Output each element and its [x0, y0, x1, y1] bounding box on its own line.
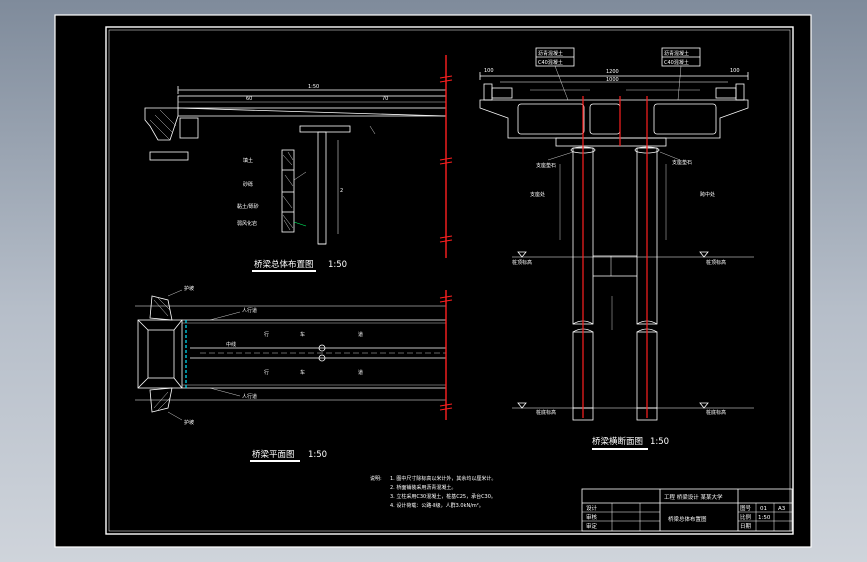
elevation-view[interactable]: [144, 55, 453, 258]
plan-lane-char: 道: [358, 369, 363, 376]
section-note-box-text: 沥青混凝土: [538, 50, 563, 57]
plan-lane-char: 车: [300, 331, 305, 338]
title-block-cell: 1:50: [758, 515, 771, 521]
elevation-dim-total: 1:50: [308, 84, 319, 90]
title-block-row: 设计: [586, 504, 598, 512]
plan-lane-char: 行: [264, 331, 269, 338]
section-dim-deck: 1000: [606, 77, 619, 83]
title-block-row: 审核: [586, 513, 598, 521]
title-block-cell: 01: [760, 506, 767, 512]
plan-title: 桥梁平面图: [252, 449, 295, 460]
title-block-cell: 图号: [740, 504, 752, 512]
elevation-dim-pier-height: 2: [340, 188, 343, 194]
plan-label: 护坡: [184, 285, 194, 292]
notes-line: 1. 图中尺寸除标高以米计外，其余均以厘米计。: [390, 475, 496, 482]
section-level-label: 桩底标高: [706, 409, 726, 416]
section-level-label: 桩顶标高: [512, 259, 532, 266]
elevation-title: 桥梁总体布置图: [254, 259, 314, 270]
title-block-cell: 日期: [740, 523, 752, 530]
section-note-box-text: C40混凝土: [538, 59, 563, 66]
plan-label: 护坡: [184, 419, 194, 426]
soil-layer-label: 填土: [243, 157, 253, 164]
plan-label: 中线: [226, 341, 236, 348]
elevation-dim-left-span: 60: [246, 96, 252, 102]
notes-block: 说明: 1. 图中尺寸除标高以米计外，其余均以厘米计。 2. 桥面铺装采用沥青混…: [370, 475, 496, 509]
section-level-label: 桩底标高: [536, 409, 556, 416]
title-block-row: 审定: [586, 522, 598, 530]
notes-heading: 说明:: [370, 475, 382, 482]
notes-line: 3. 立柱采用C30混凝土，桩基C25，承台C30。: [390, 493, 496, 500]
plan-view[interactable]: [135, 289, 453, 421]
section-note-box-text: C40混凝土: [664, 59, 689, 66]
section-column-label: 支座处: [530, 191, 545, 198]
section-title: 桥梁横断面图: [592, 436, 643, 447]
section-bearing-label: 支座垫石: [672, 159, 692, 166]
model-space: [54, 14, 812, 548]
plan-lane-char: 道: [358, 331, 363, 338]
plan-lane-char: 行: [264, 369, 269, 376]
notes-line: 4. 设计荷载：公路-Ⅱ级，人群3.0kN/m²。: [390, 502, 484, 509]
notes-line: 2. 桥面铺装采用沥青混凝土。: [390, 484, 456, 491]
section-bearing-label: 支座垫石: [536, 162, 556, 169]
drawing-border: [105, 26, 794, 535]
column-centerlines: [582, 96, 648, 418]
section-level-label: 桩顶标高: [706, 259, 726, 266]
title-block[interactable]: [581, 488, 793, 532]
section-scale: 1:50: [650, 437, 669, 447]
plan-label: 人行道: [242, 393, 257, 400]
section-dim-side-left: 100: [484, 68, 494, 74]
soil-layer-label: 弱风化岩: [237, 220, 257, 227]
plan-scale: 1:50: [308, 450, 327, 460]
title-block-cell: A3: [778, 506, 786, 512]
drawing-border-inner: [108, 29, 791, 532]
elevation-dim-right-span: 70: [382, 96, 388, 102]
title-block-cell: 比例: [740, 513, 752, 521]
section-dim-side-right: 100: [730, 68, 740, 74]
plan-lane-char: 车: [300, 369, 305, 376]
elevation-scale: 1:50: [328, 260, 347, 270]
soil-layer-label: 砂砾: [243, 181, 253, 188]
section-column-label: 跨中处: [700, 191, 715, 198]
soil-layer-label: 黏土/砾砂: [237, 203, 259, 210]
title-block-project: 工程 桥梁设计 某某大学: [664, 493, 723, 501]
section-note-box-text: 沥青混凝土: [664, 50, 689, 57]
title-block-drawing-name: 桥梁总体布置图: [668, 515, 707, 523]
section-dim-top-total: 1200: [606, 69, 619, 75]
plan-label: 人行道: [242, 307, 257, 314]
